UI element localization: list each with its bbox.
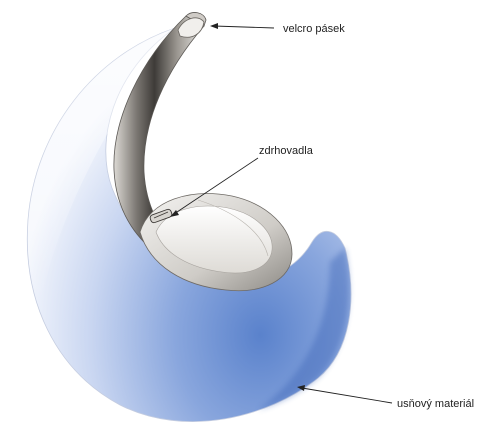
- label-velcro: velcro pásek: [283, 23, 345, 35]
- callout-velcro: velcro pásek: [210, 23, 345, 35]
- callout-material: usňový materiál: [297, 385, 474, 410]
- label-material: usňový materiál: [397, 398, 474, 410]
- label-drawstring: zdrhovadla: [259, 145, 314, 157]
